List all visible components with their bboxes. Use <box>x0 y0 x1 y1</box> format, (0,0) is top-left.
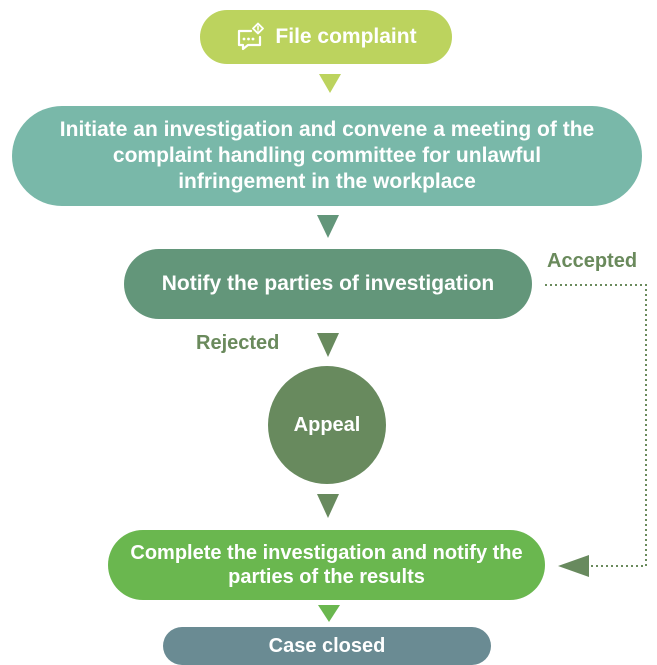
appeal-node: Appeal <box>268 366 386 484</box>
appeal-label: Appeal <box>293 413 361 436</box>
arrow-down-5 <box>318 605 340 622</box>
case-closed-label: Case closed <box>268 634 386 657</box>
arrow-down-4 <box>317 494 339 518</box>
case-closed-node: Case closed <box>163 627 491 665</box>
accepted-label: Accepted <box>547 250 638 272</box>
file-complaint-label: File complaint <box>275 25 417 48</box>
file-complaint-node: File complaint <box>200 10 452 64</box>
arrow-down-3 <box>317 333 339 357</box>
chat-bubble-alert-icon <box>235 22 265 52</box>
initiate-investigation-label: Initiate an investigation and convene a … <box>59 118 595 193</box>
notify-investigation-label: Notify the parties of investigation <box>161 272 495 295</box>
arrow-down-2 <box>317 215 339 238</box>
rejected-label: Rejected <box>196 332 280 354</box>
accepted-connector-arrowhead <box>558 555 589 577</box>
notify-investigation-node: Notify the parties of investigation <box>124 249 532 319</box>
initiate-investigation-node: Initiate an investigation and convene a … <box>12 106 642 206</box>
complete-investigation-label: Complete the investigation and notify th… <box>130 542 523 588</box>
arrow-down-1 <box>319 74 341 93</box>
complete-investigation-node: Complete the investigation and notify th… <box>108 530 545 600</box>
